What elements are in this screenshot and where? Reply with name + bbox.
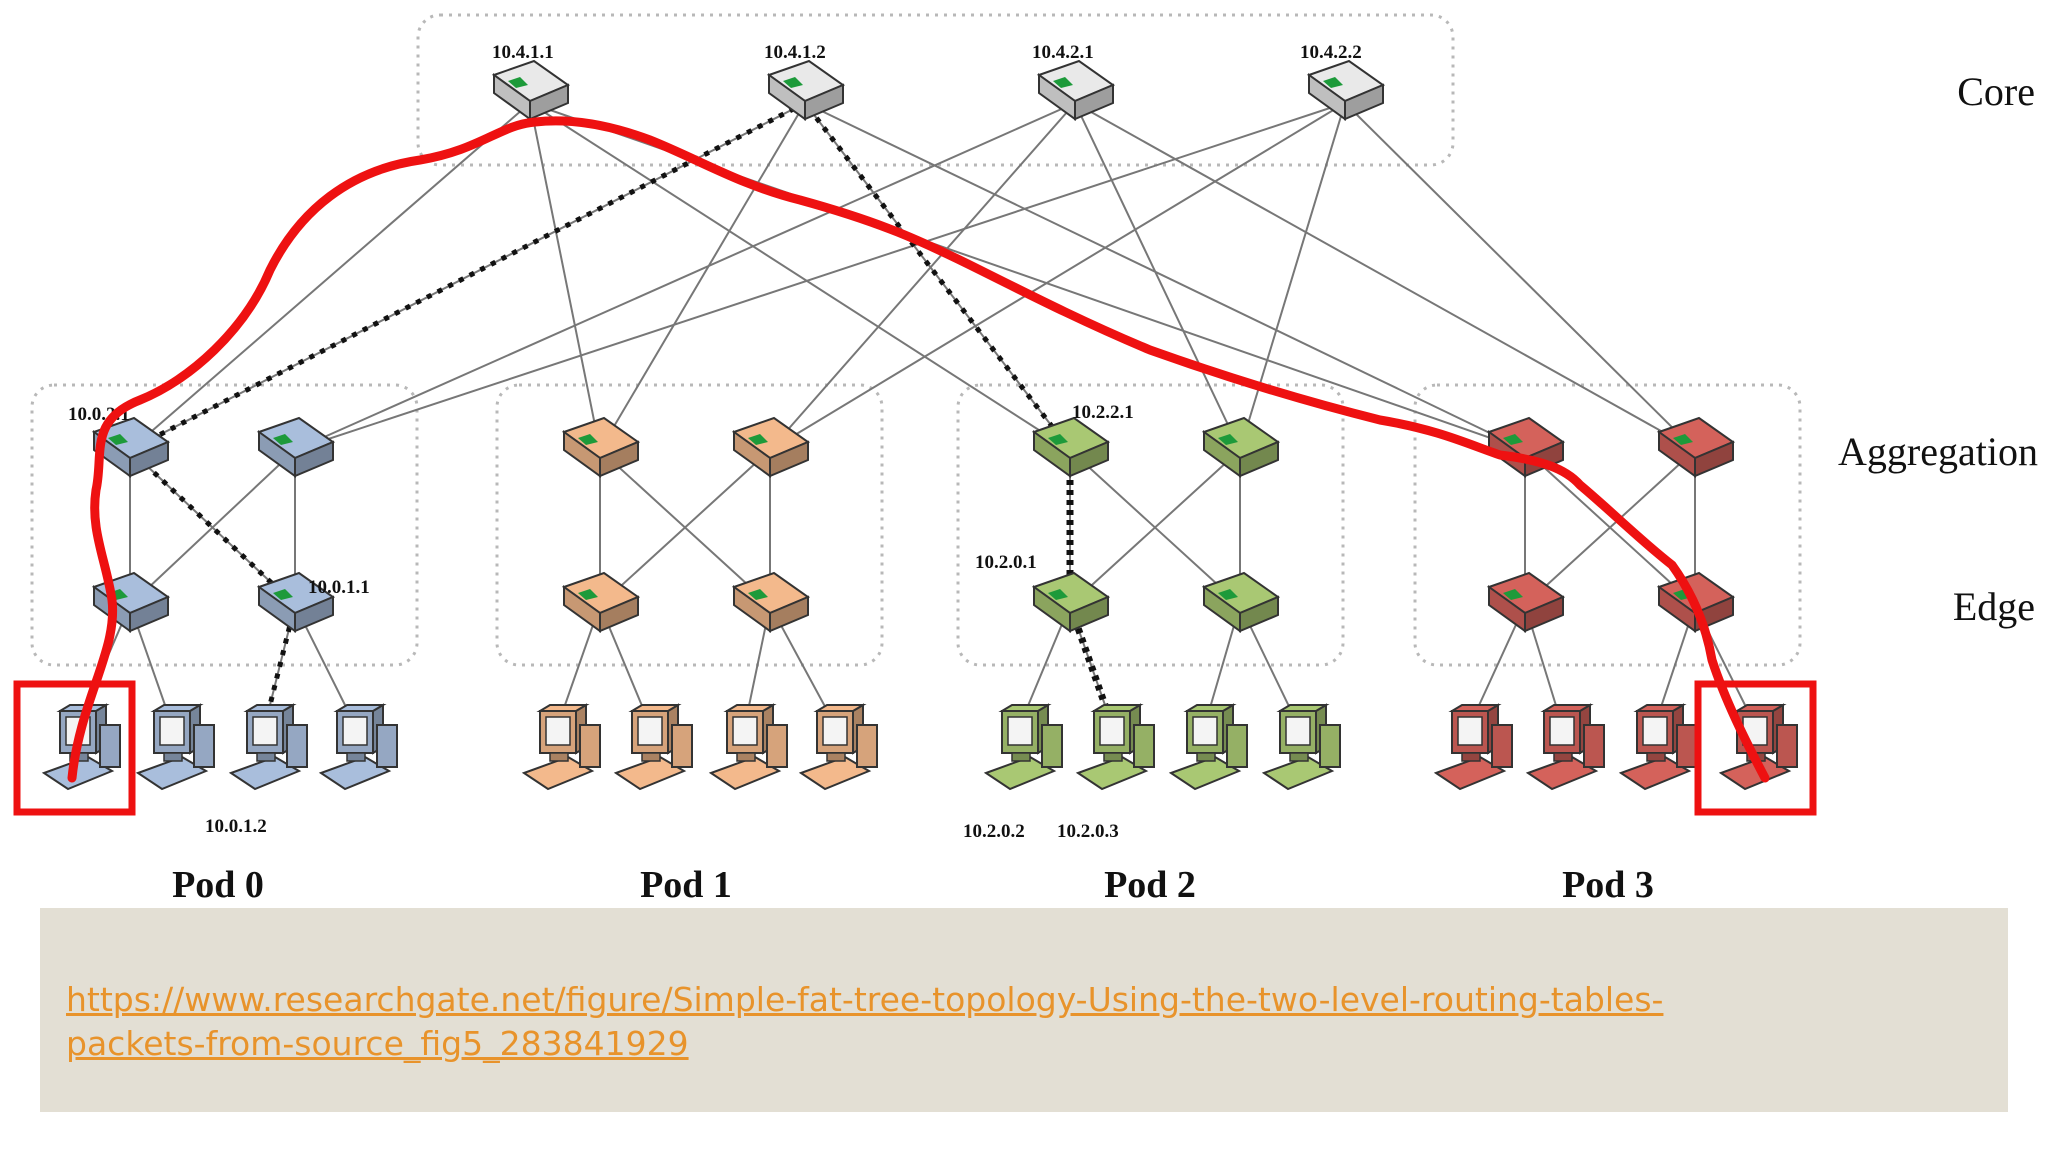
host-computer-icon <box>1077 704 1155 790</box>
source-link[interactable]: https://www.researchgate.net/figure/Simp… <box>66 978 1966 1066</box>
core-layer-label: Core <box>1957 69 2035 114</box>
core-agg-link <box>1074 102 1696 451</box>
core-agg-link <box>129 102 806 451</box>
pod2-agg-address-label: 10.2.2.1 <box>1072 402 1134 423</box>
core-switch-icon <box>768 60 844 120</box>
host-computer-icon <box>1263 704 1341 790</box>
core-agg-link <box>1344 102 1696 451</box>
pod0-edge-address-label: 10.0.1.1 <box>308 577 370 598</box>
aggregation-switch-icon <box>733 417 809 477</box>
pod2-edge-address-label: 10.2.0.1 <box>975 552 1037 573</box>
core-group-box <box>416 13 1455 167</box>
destination-host-highlight-box <box>1694 680 1817 816</box>
agg-edge-link <box>1524 449 1696 606</box>
host-computer-icon <box>615 704 693 790</box>
core-agg-link <box>294 102 1076 451</box>
source-citation-box: https://www.researchgate.net/figure/Simp… <box>40 908 2008 1112</box>
host-computer-icon <box>710 704 788 790</box>
source-host-highlight-box <box>13 680 136 816</box>
core-switch-icon <box>493 60 569 120</box>
core-agg-link <box>529 102 1071 451</box>
core-agg-link <box>804 102 1526 451</box>
core-agg-link <box>769 102 1076 451</box>
host-computer-icon <box>800 704 878 790</box>
highlighted-route-path <box>67 116 1770 783</box>
core-agg-link <box>804 102 1071 451</box>
core-agg-link <box>769 102 1346 451</box>
agg-edge-link <box>129 449 296 606</box>
core-address-label: 10.4.1.1 <box>492 42 554 63</box>
agg-edge-link <box>1069 449 1241 606</box>
host-computer-icon <box>1170 704 1248 790</box>
host-computer-icon <box>523 704 601 790</box>
host-computer-icon <box>230 704 308 790</box>
pod-1-group-box <box>495 383 884 667</box>
host-computer-icon <box>137 704 215 790</box>
pod2-host-address-label: 10.2.0.3 <box>1057 821 1119 842</box>
core-address-label: 10.4.2.1 <box>1032 42 1094 63</box>
core-agg-link <box>1239 102 1346 451</box>
agg-edge-link <box>599 449 771 606</box>
pod-3-label: Pod 3 <box>1562 864 1654 906</box>
pod-2-label: Pod 2 <box>1104 864 1196 906</box>
host-computer-icon <box>1435 704 1513 790</box>
aggregation-switch-icon <box>1203 417 1279 477</box>
core-switch-icon <box>1038 60 1114 120</box>
pod0-host-address-label: 10.0.1.2 <box>205 816 267 837</box>
core-address-label: 10.4.1.2 <box>764 42 826 63</box>
aggregation-switch-icon <box>258 417 334 477</box>
aggregation-switch-icon <box>563 417 639 477</box>
pod-1-label: Pod 1 <box>640 864 732 906</box>
core-agg-link <box>129 102 531 451</box>
pod2-host-address-label: 10.2.0.2 <box>963 821 1025 842</box>
aggregation-layer-label: Aggregation <box>1838 429 2038 474</box>
core-agg-link <box>599 102 806 451</box>
core-agg-link <box>294 102 1346 451</box>
host-computer-icon <box>1620 704 1698 790</box>
pod-0-group-box <box>30 383 419 667</box>
core-agg-link <box>1074 102 1241 451</box>
pod-0-label: Pod 0 <box>172 864 264 906</box>
pod-2-group-box <box>956 383 1345 667</box>
core-address-label: 10.4.2.2 <box>1300 42 1362 63</box>
host-computer-icon <box>1527 704 1605 790</box>
source-link-line-2[interactable]: packets-from-source_fig5_283841929 <box>66 1024 689 1063</box>
aggregation-switch-icon <box>1033 417 1109 477</box>
host-computer-icon <box>320 704 398 790</box>
host-computer-icon <box>985 704 1063 790</box>
highlight-overlay <box>13 116 1817 816</box>
source-link-line-1[interactable]: https://www.researchgate.net/figure/Simp… <box>66 980 1664 1019</box>
group-boxes <box>30 13 1802 667</box>
core-agg-link <box>529 102 601 451</box>
network-nodes <box>43 60 1798 790</box>
edge-layer-label: Edge <box>1953 584 2035 629</box>
